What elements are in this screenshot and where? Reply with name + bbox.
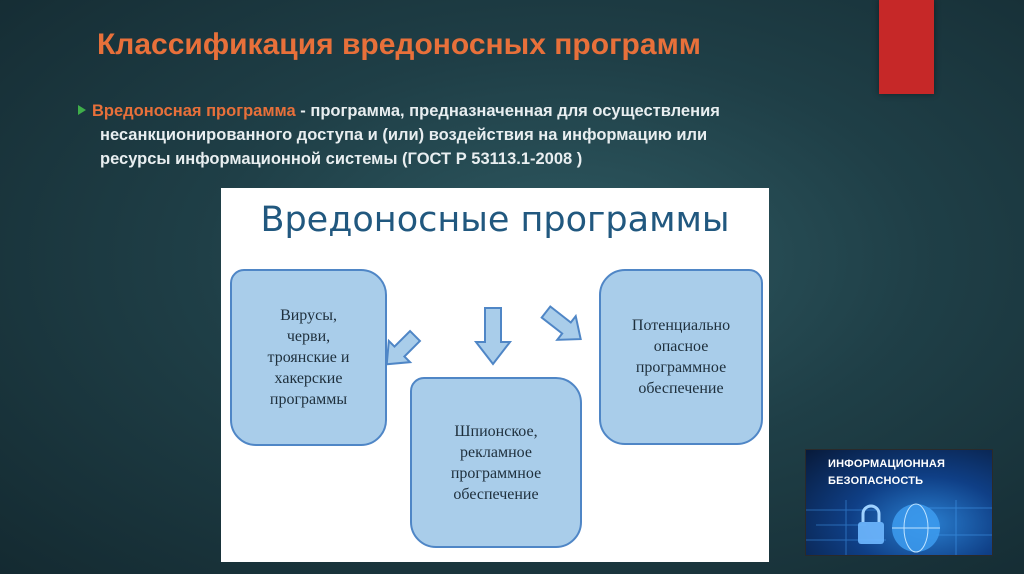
box-right-line: Потенциально — [631, 317, 731, 334]
arrow-down-icon — [473, 307, 513, 366]
box-left-line: Вирусы, — [280, 307, 337, 324]
arrow-right-icon — [540, 305, 582, 341]
padlock-globe-icon — [806, 500, 992, 555]
box-center-line: Шпионское, — [454, 422, 538, 440]
box-left-line: черви, — [286, 328, 331, 345]
box-right-line: опасное — [653, 338, 709, 355]
definition-text: Вредоносная программа - программа, предн… — [92, 99, 882, 171]
infosec-badge-image: ИНФОРМАЦИОННАЯ БЕЗОПАСНОСТЬ — [805, 449, 993, 556]
diagram-arrows — [385, 305, 582, 366]
box-center-line: программное — [450, 464, 542, 482]
slide-title: Классификация вредоносных программ — [97, 28, 701, 61]
box-center-line: рекламное — [460, 443, 532, 461]
box-center-line: обеспечение — [453, 485, 539, 503]
definition-line2: несанкционированного доступа и (или) воз… — [100, 126, 708, 144]
box-left-line: программы — [269, 391, 348, 408]
box-left-line: хакерские — [274, 370, 343, 387]
accent-red-block — [879, 0, 934, 94]
badge-line1: ИНФОРМАЦИОННАЯ — [828, 458, 946, 470]
box-right-line: программное — [635, 359, 727, 376]
badge-line2: БЕЗОПАСНОСТЬ — [828, 475, 924, 487]
definition-line3: ресурсы информационной системы (ГОСТ Р 5… — [100, 150, 583, 168]
diagram-title: Вредоносные программы — [260, 200, 730, 240]
definition-line1: - программа, предназначенная для осущест… — [295, 102, 720, 120]
box-potentially-dangerous: Потенциально опасное программное обеспеч… — [599, 269, 763, 445]
box-viruses: Вирусы, черви, троянские и хакерские про… — [230, 269, 387, 446]
definition-term: Вредоносная программа — [92, 102, 296, 120]
bullet-triangle-icon — [78, 105, 86, 115]
diagram-panel: Вредоносные программы Вирусы, черви, тро… — [221, 188, 769, 562]
box-right-line: обеспечение — [638, 380, 724, 397]
box-spyware: Шпионское, рекламное программное обеспеч… — [410, 377, 582, 548]
box-left-line: троянские и — [267, 349, 350, 366]
arrow-left-icon — [385, 329, 422, 366]
